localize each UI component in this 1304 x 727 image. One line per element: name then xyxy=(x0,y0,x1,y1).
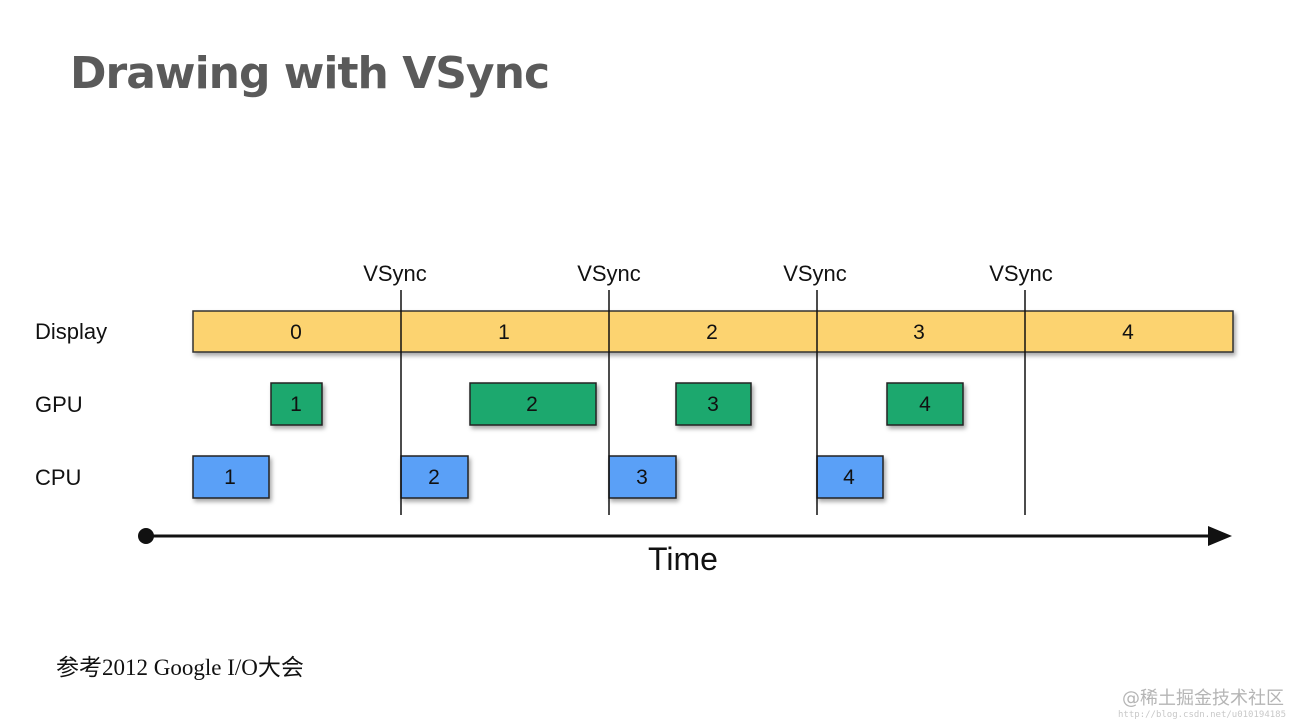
display-frame-1: 1 xyxy=(498,321,510,344)
gpu-block-3: 3 xyxy=(675,382,752,426)
vsync-label-2: VSync xyxy=(577,261,641,286)
row-label-display: Display xyxy=(35,319,107,344)
time-axis-label: Time xyxy=(648,541,718,577)
time-axis xyxy=(138,526,1232,546)
row-label-cpu: CPU xyxy=(35,465,81,490)
cpu-frame-1: 1 xyxy=(224,466,236,489)
display-frame-2: 2 xyxy=(706,321,718,344)
gpu-block-4: 4 xyxy=(886,382,964,426)
vsync-marker-3: VSync xyxy=(783,261,847,515)
display-frame-0: 0 xyxy=(290,321,302,344)
cpu-block-2: 2 xyxy=(400,455,469,499)
vsync-marker-1: VSync xyxy=(363,261,427,515)
display-bar xyxy=(192,310,1234,353)
watermark: @稀土掘金技术社区 xyxy=(1122,688,1284,709)
gpu-frame-3: 3 xyxy=(707,393,719,416)
display-frame-3: 3 xyxy=(913,321,925,344)
row-label-gpu: GPU xyxy=(35,392,83,417)
vsync-label-3: VSync xyxy=(783,261,847,286)
gpu-frame-4: 4 xyxy=(919,393,931,416)
vsync-label-4: VSync xyxy=(989,261,1053,286)
cpu-frame-2: 2 xyxy=(428,466,440,489)
gpu-block-1: 1 xyxy=(270,382,323,426)
time-axis-arrowhead xyxy=(1208,526,1232,546)
page-title: Drawing with VSync xyxy=(70,48,550,99)
vsync-marker-2: VSync xyxy=(577,261,641,515)
cpu-block-4: 4 xyxy=(816,455,884,499)
watermark-url: http://blog.csdn.net/u010194185 xyxy=(1118,710,1286,720)
display-frame-4: 4 xyxy=(1122,321,1134,344)
reference-caption: 参考2012 Google I/O大会 xyxy=(56,655,304,680)
cpu-frame-3: 3 xyxy=(636,466,648,489)
gpu-frame-2: 2 xyxy=(526,393,538,416)
cpu-block-3: 3 xyxy=(608,455,677,499)
gpu-frame-1: 1 xyxy=(290,393,302,416)
vsync-marker-4: VSync xyxy=(989,261,1053,515)
cpu-frame-4: 4 xyxy=(843,466,855,489)
vsync-label-1: VSync xyxy=(363,261,427,286)
gpu-block-2: 2 xyxy=(469,382,597,426)
cpu-block-1: 1 xyxy=(192,455,270,499)
display-frame-labels: 0 1 2 3 4 xyxy=(290,321,1134,344)
